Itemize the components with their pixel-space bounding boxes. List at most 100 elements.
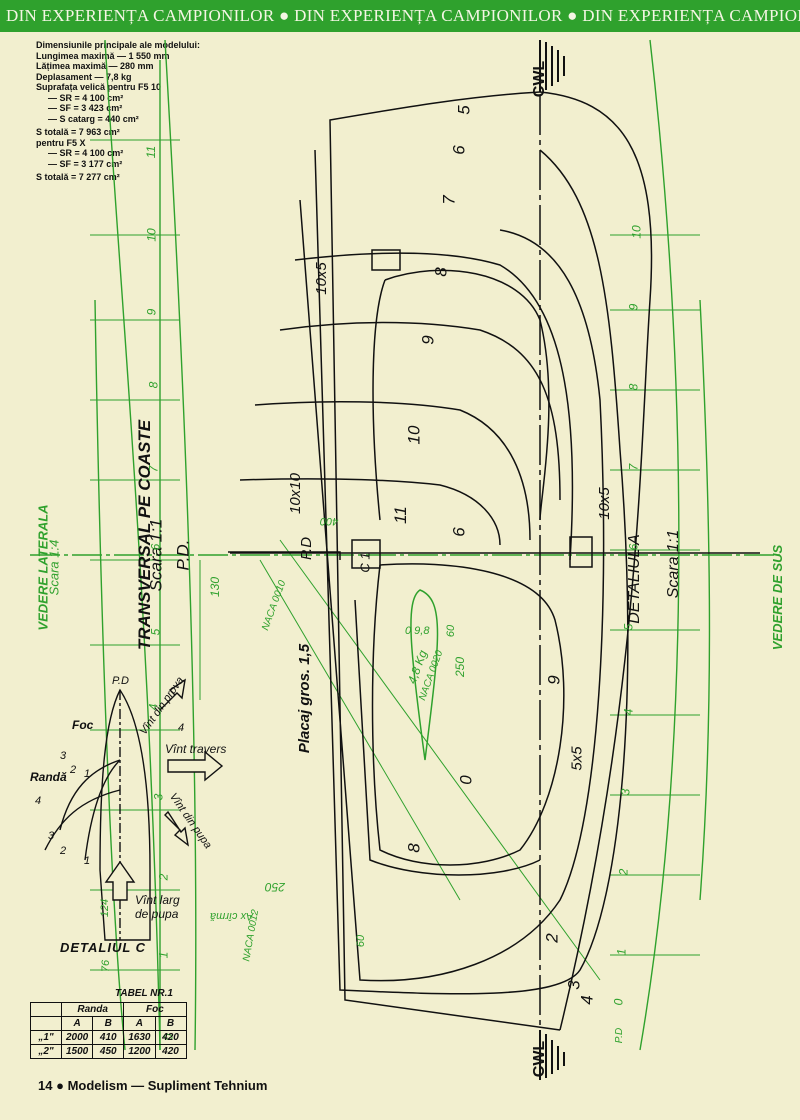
- table-title: TABEL NR.1: [115, 988, 173, 999]
- table-cell: 420: [154, 1030, 187, 1045]
- dim-250b: 250: [265, 880, 286, 894]
- specs-block: Dimensiunile principale ale modelului: L…: [36, 40, 206, 183]
- rudder-axis-label: Ax cîrmă: [210, 910, 254, 922]
- spec-sail-area: Suprafața velică pentru F5 10: [36, 82, 162, 92]
- spec-f5x-total: S totală = 7 277 cm²: [36, 172, 120, 182]
- spec-f510-sr: — SR = 4 100 cm²: [48, 92, 124, 103]
- detail-c-num: 2: [60, 845, 67, 857]
- cwl-marks: [539, 40, 565, 1080]
- table-sub-header: B: [154, 1016, 187, 1031]
- section-num: 6: [449, 145, 469, 155]
- section-num: 2: [542, 933, 562, 943]
- banner-text: DIN EXPERIENȚA CAMPIONILOR ● DIN EXPERIE…: [6, 6, 800, 25]
- table-cell: 410: [92, 1030, 125, 1045]
- spec-f510-mast: — S catarg = 440 cm²: [48, 113, 139, 124]
- dim-5x5: 5x5: [568, 746, 586, 771]
- section-num: 8: [431, 267, 451, 277]
- detail-c-num: 1: [84, 768, 91, 780]
- table-cell: 2000: [60, 1030, 94, 1045]
- station-num: 7: [146, 465, 161, 473]
- plywood-label: Placaj gros. 1,5: [296, 643, 314, 754]
- bullet-icon: ●: [56, 1078, 68, 1093]
- hatched-blocks: [351, 249, 593, 569]
- footer-text: Modelism — Supliment Tehnium: [67, 1078, 268, 1093]
- station-num: 6: [148, 543, 163, 551]
- station-num-right: 10: [629, 225, 644, 239]
- spec-f510-sf: — SF = 3 423 cm²: [48, 103, 123, 113]
- spec-f510-total: S totală = 7 963 cm²: [36, 127, 120, 137]
- dim-250: 250: [453, 656, 468, 678]
- top-view-label: VEDERE DE SUS: [770, 544, 786, 651]
- detail-c-num: 2: [70, 764, 77, 776]
- cwl-bottom-label: CWL: [531, 1040, 549, 1078]
- section-num: 8: [404, 843, 424, 853]
- station-num-right: 7: [626, 463, 641, 471]
- dim-10x5-right: 10x5: [595, 487, 613, 520]
- spec-f5x-sf: — SF = 3 177 cm²: [48, 158, 123, 169]
- page-footer: 14 ● Modelism — Supliment Tehnium: [38, 1078, 267, 1093]
- section-num: 4: [577, 995, 597, 1005]
- side-view-hull: [30, 39, 780, 1051]
- station-num-right: 2: [616, 868, 631, 876]
- dim-124: 124: [99, 898, 112, 918]
- station-num: 10: [144, 228, 159, 242]
- section-num: 0: [456, 775, 476, 785]
- table-corner-cell: [30, 1002, 62, 1017]
- table-row: „1" 2000 410 1630 420: [30, 1030, 187, 1045]
- table-header-row: Randa Foc: [30, 1002, 187, 1017]
- station-num: 1: [156, 951, 171, 959]
- dim-098: 0 9,8: [405, 625, 430, 637]
- header-banner: DIN EXPERIENȚA CAMPIONILOR ● DIN EXPERIE…: [0, 0, 800, 32]
- station-num-right: 9: [626, 303, 641, 311]
- section-num: 7: [439, 195, 459, 205]
- section-num: 6: [449, 527, 469, 537]
- table-cell: 450: [92, 1044, 125, 1059]
- spec-f5x-sr: — SR = 4 100 cm²: [48, 148, 124, 158]
- rigging-table: Randa Foc A B A B „1" 2000 410 1630 420 …: [30, 1002, 187, 1059]
- dim-400: 400: [320, 515, 339, 527]
- detail-c-randa: Randă: [30, 770, 67, 784]
- section-num: 3: [564, 980, 584, 990]
- station-num-right: 4: [621, 708, 636, 716]
- table-subheader-row: A B A B: [30, 1016, 187, 1031]
- station-num: 9: [144, 308, 159, 316]
- station-num: 3: [151, 793, 166, 801]
- hull-sections: [228, 40, 760, 1080]
- table-cell: 1200: [123, 1044, 156, 1059]
- station-num: 8: [146, 381, 161, 389]
- table-corner-cell: [30, 1016, 62, 1031]
- detail-c-wind-broad: Vînt larg de pupa: [135, 893, 180, 921]
- section-num: 5: [454, 105, 474, 115]
- station-num: 2: [156, 873, 171, 881]
- station-num-right: 3: [618, 788, 633, 796]
- cwl-top-label: CWL: [531, 60, 549, 98]
- spec-displacement: Deplasament — 7,8 kg: [36, 71, 132, 82]
- section-num: 9: [544, 675, 564, 685]
- spec-length: Lungimea maximă — 1 550 mm: [36, 50, 170, 61]
- table-row-label: „2": [30, 1044, 62, 1059]
- table-group-header: Randa: [60, 1002, 125, 1017]
- table-cell: 1500: [60, 1044, 94, 1059]
- detail-c-num: 3: [60, 750, 67, 762]
- table-cell: 420: [154, 1044, 187, 1059]
- detail-c-num: 4: [35, 795, 42, 807]
- scale-1-1-label-a: Scara 1:1: [146, 518, 166, 592]
- detail-c-wind-beam: Vînt travers: [165, 742, 227, 756]
- table-sub-header: B: [92, 1016, 125, 1031]
- dim-10x10: 10x10: [286, 473, 304, 514]
- table-row-label: „1": [30, 1030, 62, 1045]
- station-num-right: 6: [626, 543, 641, 551]
- side-view-scale: Scara 1:4: [46, 539, 62, 596]
- dim-10x5-top: 10x5: [312, 262, 330, 295]
- table-row: „2" 1500 450 1200 420: [30, 1044, 187, 1059]
- station-num: 11: [144, 145, 159, 159]
- detail-c-foc: Foc: [72, 718, 94, 732]
- station-num-right: 8: [626, 383, 641, 391]
- section-num: 10: [404, 425, 424, 445]
- detail-c-num: 3: [48, 830, 55, 842]
- section-num: 11: [390, 506, 410, 524]
- detail-c-boat: [44, 688, 151, 941]
- dim-130: 130: [208, 576, 223, 598]
